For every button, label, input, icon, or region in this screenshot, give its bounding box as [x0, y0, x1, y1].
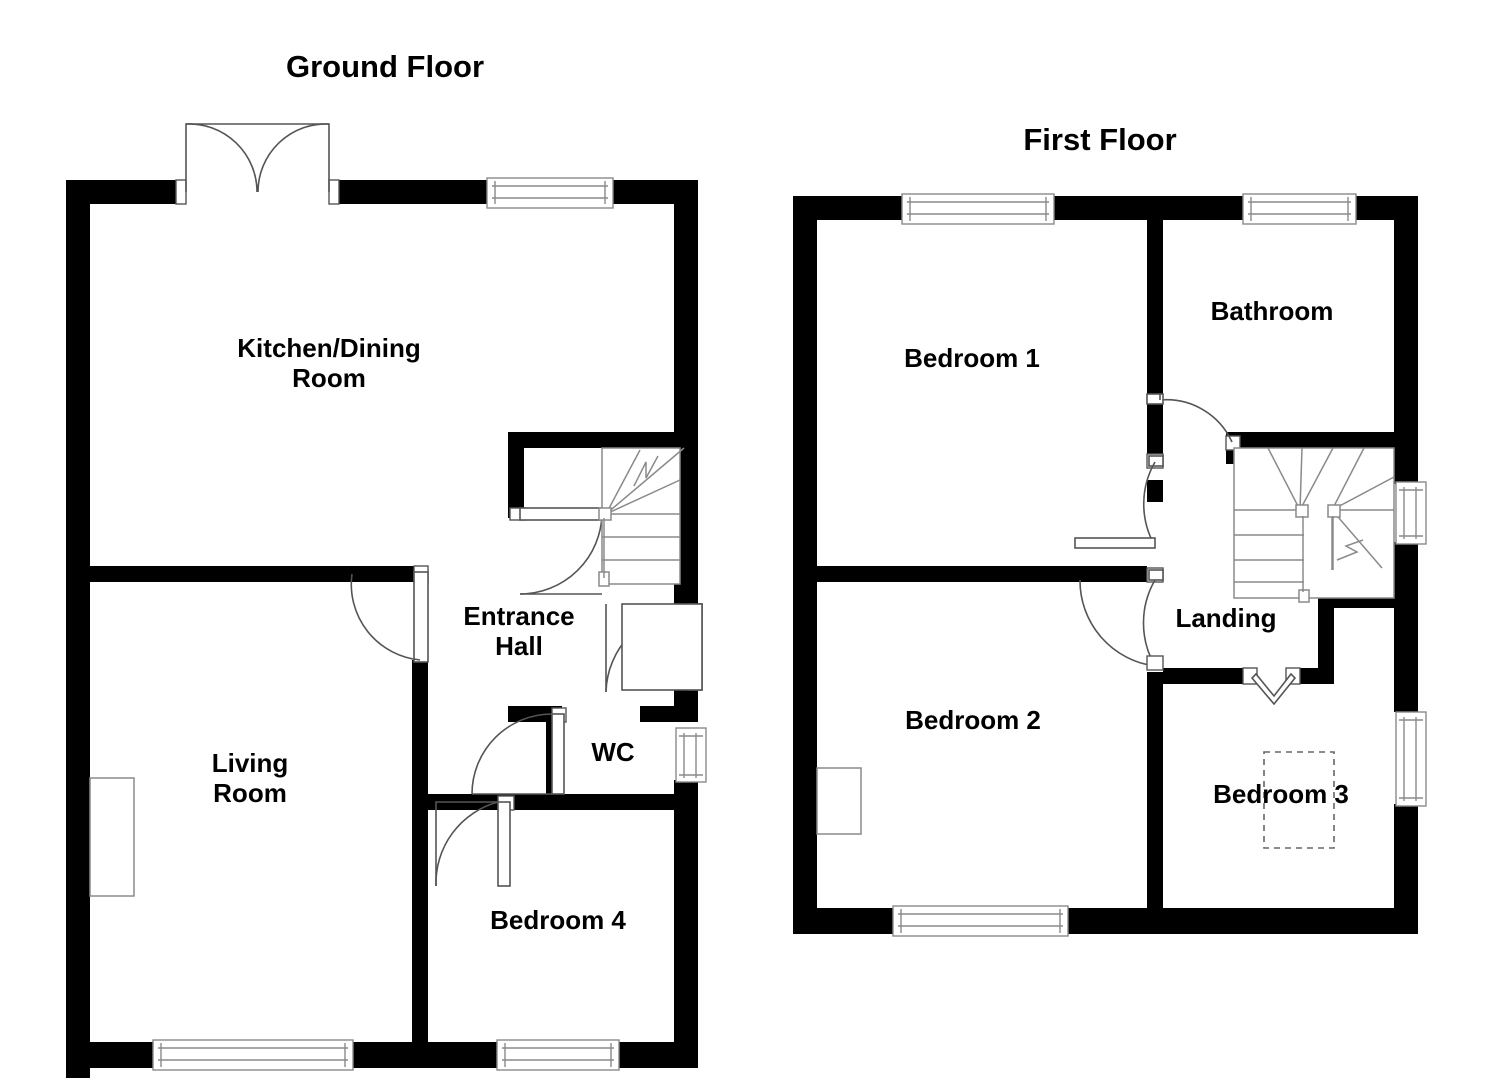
french-doors-gf-kitchen: [175, 123, 340, 205]
window-ff-bedroom1-rear: [901, 193, 1055, 225]
wall-gf-top-mid: [335, 180, 487, 204]
ground-floor-title: Ground Floor: [286, 49, 484, 84]
door-gf-wc: [471, 707, 567, 795]
door-ff-bedroom1: [1074, 453, 1164, 549]
wall-gf-top-left: [66, 180, 182, 204]
wall-gf-wc-bottom: [508, 794, 698, 810]
loft-hatch-bedroom3: [1263, 751, 1335, 849]
wall-ff-bed1-bed2: [807, 566, 1147, 582]
wall-gf-kitchen-living-divider: [80, 566, 428, 582]
door-gf-front-entrance: [605, 603, 703, 693]
window-gf-bedroom4-front: [496, 1039, 620, 1071]
wall-gf-top-right: [613, 180, 698, 204]
window-ff-stair-side: [1395, 481, 1427, 545]
ground-floor-doors: [350, 507, 703, 887]
room-label-kitchen-dining-line1: Kitchen/Dining: [237, 333, 420, 363]
door-gf-bedroom4: [435, 795, 515, 887]
chimney-breast-living-room: [89, 777, 135, 897]
wall-gf-right-lower: [674, 780, 698, 1068]
first-floor-group: First Floor Bedroom 1 Bathroom Bedroom 2…: [793, 122, 1427, 937]
door-gf-kitchen-hall: [350, 565, 429, 663]
wall-ff-bed1-stub: [1147, 480, 1163, 502]
door-ff-bedroom3: [1242, 667, 1301, 706]
room-label-kitchen-dining-line2: Room: [292, 363, 366, 393]
wall-gf-wc-top-right: [640, 706, 698, 722]
wall-ff-right-mid: [1394, 542, 1418, 712]
room-label-entrance-hall-line1: Entrance: [463, 601, 574, 631]
wall-gf-living-hall: [412, 660, 428, 1042]
first-floor-windows: [892, 193, 1427, 937]
wall-ff-bottom: [793, 908, 1418, 934]
door-ff-bedroom2: [1079, 567, 1164, 671]
wall-ff-bed2-landing: [1147, 672, 1163, 922]
chimney-breast-bedroom2: [816, 767, 862, 835]
wall-ff-top-left: [793, 196, 904, 220]
room-label-living-room-line2: Room: [213, 778, 287, 808]
window-gf-kitchen-rear: [486, 177, 614, 209]
ground-floor-windows: [152, 177, 707, 1071]
wall-gf-stair-top: [508, 432, 684, 448]
ground-floor-group: Ground Floor Kitchen/Dining Room Living …: [66, 49, 707, 1078]
room-label-bedroom-3: Bedroom 3: [1213, 779, 1349, 809]
staircase-first-floor: [1233, 447, 1395, 603]
room-label-entrance-hall-line2: Hall: [495, 631, 543, 661]
wall-ff-landing-bed3-right: [1300, 668, 1334, 684]
first-floor-doors: [1074, 393, 1301, 706]
staircase-ground-floor: [598, 447, 685, 587]
wall-ff-right-lower: [1394, 804, 1418, 934]
room-label-wc: WC: [591, 737, 635, 767]
wall-ff-bed1-bath: [1147, 212, 1163, 454]
room-label-bedroom-4: Bedroom 4: [490, 905, 626, 935]
room-label-bedroom-2: Bedroom 2: [905, 705, 1041, 735]
room-label-bedroom-1: Bedroom 1: [904, 343, 1040, 373]
ground-floor-walls: [66, 180, 698, 1078]
wall-ff-left: [793, 196, 817, 934]
window-gf-living-front: [152, 1039, 354, 1071]
window-ff-bedroom2-front: [892, 905, 1069, 937]
wall-ff-landing-bed3-left: [1163, 668, 1251, 684]
wall-ff-landing-bed3-vert: [1318, 592, 1334, 678]
door-ff-bathroom: [1146, 393, 1241, 451]
room-label-landing: Landing: [1175, 603, 1276, 633]
wall-gf-wc-top-left: [508, 706, 554, 722]
wall-gf-stair-left: [508, 432, 524, 518]
window-gf-wc-side: [675, 727, 707, 783]
first-floor-title: First Floor: [1023, 122, 1176, 157]
room-label-bathroom: Bathroom: [1211, 296, 1334, 326]
room-label-living-room-line1: Living: [212, 748, 289, 778]
wall-gf-left: [66, 180, 90, 1078]
wall-ff-right-upper: [1394, 196, 1418, 484]
wall-ff-top-right: [1354, 196, 1418, 220]
window-ff-bathroom-rear: [1242, 193, 1357, 225]
door-gf-understair: [509, 507, 603, 595]
window-ff-bedroom3-side: [1395, 711, 1427, 807]
wall-ff-stair-top: [1226, 432, 1394, 448]
